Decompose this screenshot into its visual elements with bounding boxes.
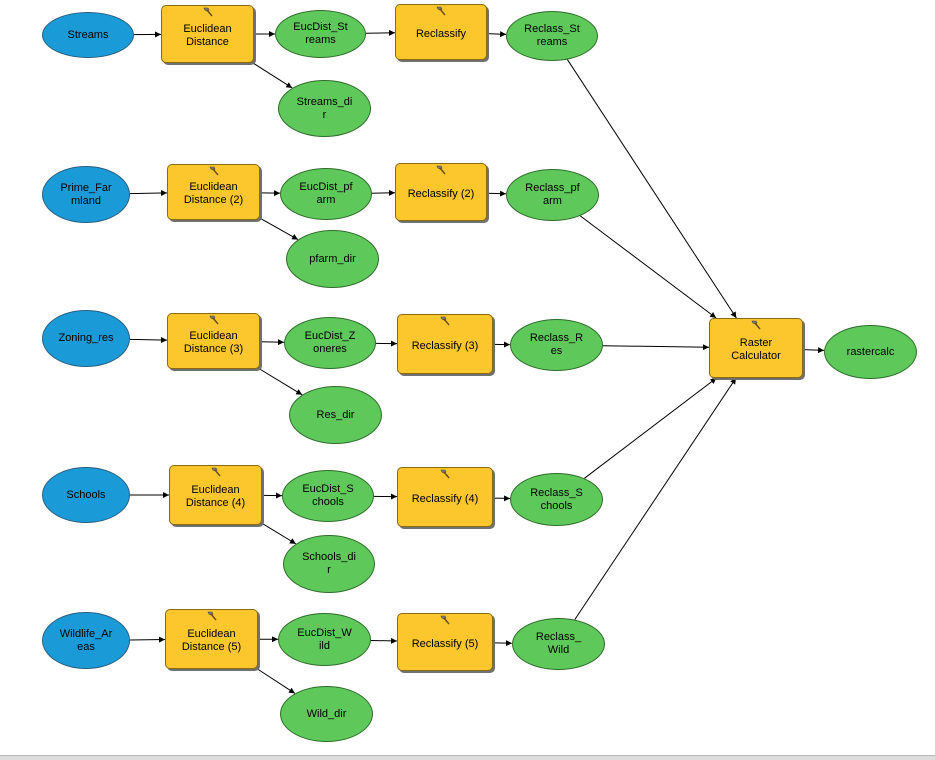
scrollbar-edge[interactable] bbox=[0, 755, 935, 760]
node-label: EucDist_W ild bbox=[297, 627, 351, 653]
node-label: Zoning_res bbox=[58, 332, 113, 345]
streams-dir-output-dataset[interactable]: Streams_di r bbox=[278, 80, 371, 137]
rc1-tool[interactable]: Reclassify bbox=[395, 4, 487, 60]
hammer-icon bbox=[206, 611, 218, 621]
rc3-tool[interactable]: Reclassify (3) bbox=[397, 314, 493, 374]
connector-ed4-to-schools-dir[interactable] bbox=[262, 523, 296, 544]
wild-dir-output-dataset[interactable]: Wild_dir bbox=[280, 686, 373, 742]
reclass-streams-output-dataset[interactable]: Reclass_St reams bbox=[506, 11, 598, 61]
res-dir-output-dataset[interactable]: Res_dir bbox=[289, 386, 382, 444]
eucdist-zoneres-output-dataset[interactable]: EucDist_Z oneres bbox=[284, 317, 376, 369]
node-label: Reclass_R es bbox=[530, 332, 583, 358]
hammer-icon bbox=[435, 165, 447, 175]
ed5-tool[interactable]: Euclidean Distance (5) bbox=[165, 609, 258, 669]
connector-ed2-to-pfarm-dir[interactable] bbox=[260, 218, 298, 239]
rc4-tool[interactable]: Reclassify (4) bbox=[397, 467, 493, 527]
eucdist-schools-output-dataset[interactable]: EucDist_S chools bbox=[282, 470, 374, 522]
reclass-res-output-dataset[interactable]: Reclass_R es bbox=[510, 319, 603, 371]
eucdist-pfarm-output-dataset[interactable]: EucDist_pf arm bbox=[280, 168, 372, 220]
ed4-tool[interactable]: Euclidean Distance (4) bbox=[169, 465, 262, 525]
node-label: Prime_Far mland bbox=[60, 182, 111, 208]
node-label: Euclidean Distance (2) bbox=[184, 177, 243, 207]
node-label: EucDist_S chools bbox=[302, 483, 353, 509]
node-label: Raster Calculator bbox=[731, 333, 781, 363]
hammer-icon bbox=[210, 467, 222, 477]
rc5-tool[interactable]: Reclassify (5) bbox=[397, 613, 493, 671]
node-label: rastercalc bbox=[847, 346, 895, 359]
node-label: Euclidean Distance (4) bbox=[186, 480, 245, 510]
connector-rc1-to-reclass-streams[interactable] bbox=[487, 34, 506, 35]
node-label: Wild_dir bbox=[307, 708, 347, 721]
node-label: Streams_di r bbox=[297, 96, 353, 122]
node-label: Euclidean Distance (3) bbox=[184, 326, 243, 356]
hammer-icon bbox=[208, 166, 220, 176]
ed1-tool[interactable]: Euclidean Distance bbox=[161, 5, 254, 63]
hammer-icon bbox=[202, 7, 214, 17]
connector-reclass-pfarm-to-raster-calc[interactable] bbox=[580, 216, 716, 318]
pfarm-dir-output-dataset[interactable]: pfarm_dir bbox=[286, 230, 379, 288]
connector-raster-calc-to-rastercalc[interactable] bbox=[803, 350, 824, 351]
node-label: Euclidean Distance bbox=[183, 19, 231, 49]
node-label: Reclass_St reams bbox=[524, 23, 580, 49]
ed3-tool[interactable]: Euclidean Distance (3) bbox=[167, 313, 260, 369]
hammer-icon bbox=[750, 320, 762, 330]
node-label: Reclassify (3) bbox=[412, 336, 479, 353]
eucdist-streams-output-dataset[interactable]: EucDist_St reams bbox=[275, 10, 366, 58]
connector-ed1-to-streams-dir[interactable] bbox=[253, 63, 292, 88]
node-label: pfarm_dir bbox=[309, 253, 355, 266]
reclass-wild-output-dataset[interactable]: Reclass_ Wild bbox=[512, 618, 605, 670]
node-label: EucDist_pf arm bbox=[299, 181, 352, 207]
rc2-tool[interactable]: Reclassify (2) bbox=[395, 163, 487, 221]
hammer-icon bbox=[439, 615, 451, 625]
eucdist-wild-output-dataset[interactable]: EucDist_W ild bbox=[278, 613, 371, 666]
node-label: EucDist_St reams bbox=[293, 21, 347, 47]
node-label: EucDist_Z oneres bbox=[305, 330, 356, 356]
prime-farmland-input-dataset[interactable]: Prime_Far mland bbox=[42, 166, 130, 223]
node-label: Reclass_pf arm bbox=[525, 182, 579, 208]
connector-prime-farmland-to-ed2[interactable] bbox=[130, 193, 167, 194]
node-label: Streams bbox=[68, 29, 109, 42]
hammer-icon bbox=[208, 315, 220, 325]
node-label: Reclassify (5) bbox=[412, 634, 479, 651]
hammer-icon bbox=[439, 316, 451, 326]
ed2-tool[interactable]: Euclidean Distance (2) bbox=[167, 164, 260, 220]
node-label: Reclass_S chools bbox=[530, 487, 583, 513]
node-label: Euclidean Distance (5) bbox=[182, 624, 241, 654]
connector-reclass-schools-to-raster-calc[interactable] bbox=[584, 378, 716, 478]
connector-eucdist-wild-to-rc5[interactable] bbox=[371, 640, 397, 641]
hammer-icon bbox=[435, 6, 447, 16]
streams-input-dataset[interactable]: Streams bbox=[42, 12, 134, 58]
zoning-res-input-dataset[interactable]: Zoning_res bbox=[42, 310, 130, 367]
schools-dir-output-dataset[interactable]: Schools_di r bbox=[283, 535, 375, 593]
connector-ed3-to-res-dir[interactable] bbox=[260, 369, 303, 395]
connector-ed5-to-wild-dir[interactable] bbox=[258, 669, 295, 693]
node-label: Reclassify (4) bbox=[412, 489, 479, 506]
node-label: Schools bbox=[66, 489, 105, 502]
connector-zoning-res-to-ed3[interactable] bbox=[130, 339, 167, 340]
reclass-pfarm-output-dataset[interactable]: Reclass_pf arm bbox=[506, 169, 599, 221]
node-label: Reclass_ Wild bbox=[536, 631, 581, 657]
rastercalc-output-dataset[interactable]: rastercalc bbox=[824, 325, 917, 379]
node-label: Res_dir bbox=[317, 409, 355, 422]
node-label: Wildlife_Ar eas bbox=[60, 628, 113, 654]
node-label: Reclassify (2) bbox=[408, 184, 475, 201]
hammer-icon bbox=[439, 469, 451, 479]
connector-reclass-res-to-raster-calc[interactable] bbox=[603, 346, 709, 348]
reclass-schools-output-dataset[interactable]: Reclass_S chools bbox=[510, 473, 603, 526]
node-label: Schools_di r bbox=[302, 551, 356, 577]
raster-calc-tool[interactable]: Raster Calculator bbox=[709, 318, 803, 378]
node-label: Reclassify bbox=[416, 24, 466, 41]
schools-input-dataset[interactable]: Schools bbox=[42, 467, 130, 523]
wildlife-areas-input-dataset[interactable]: Wildlife_Ar eas bbox=[42, 612, 130, 669]
connector-rc2-to-reclass-pfarm[interactable] bbox=[487, 193, 506, 194]
